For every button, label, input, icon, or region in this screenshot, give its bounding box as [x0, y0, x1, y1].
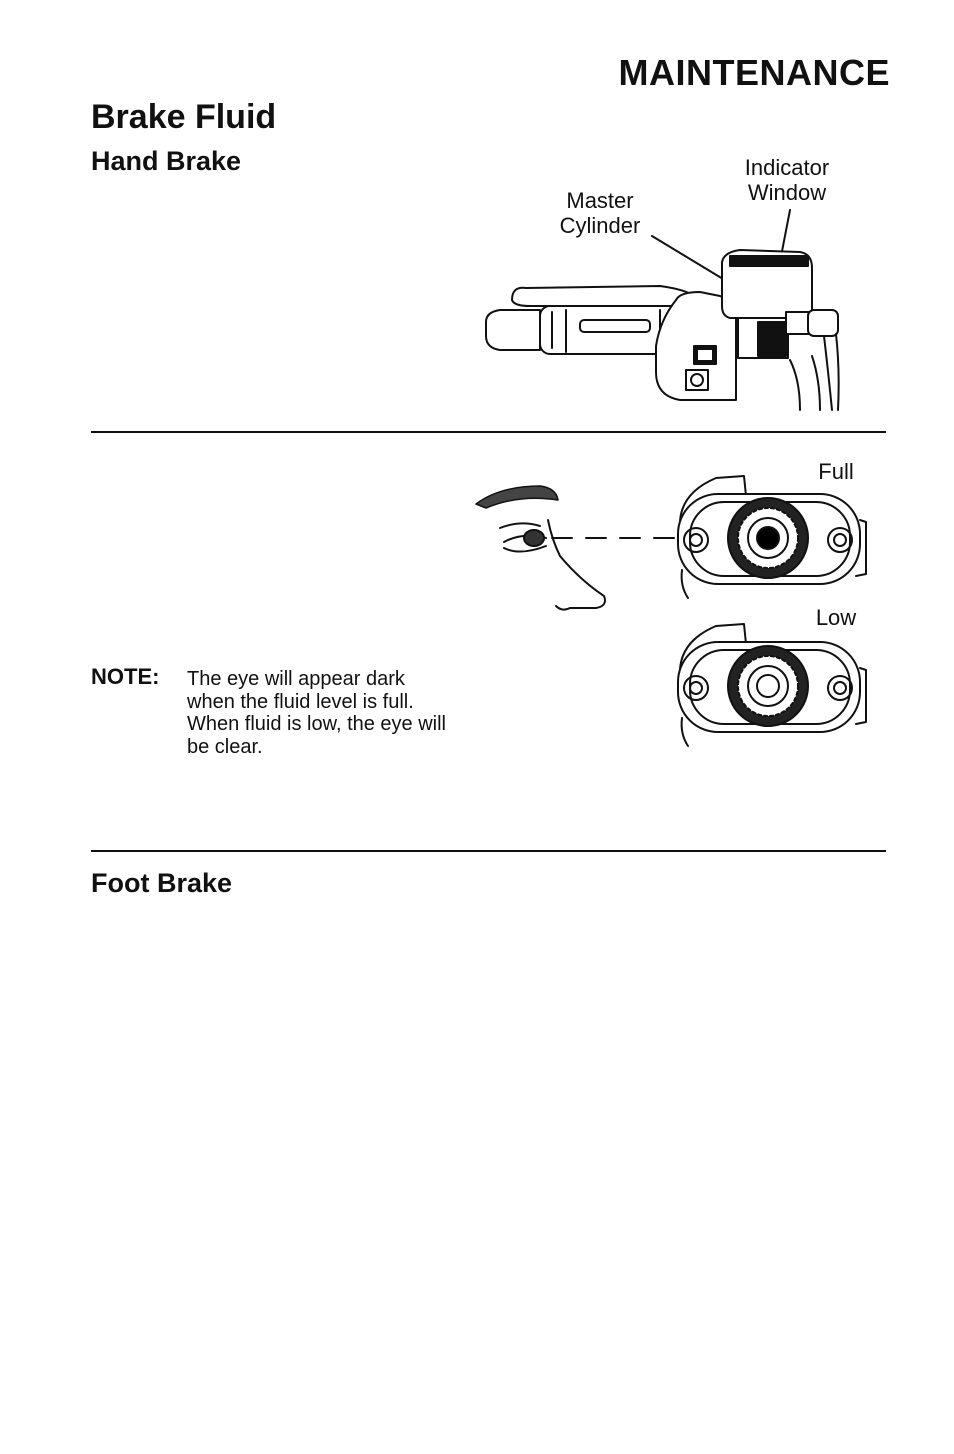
page-title: Brake Fluid	[91, 98, 277, 136]
hand-brake-heading: Hand Brake	[91, 146, 242, 176]
foot-brake-heading: Foot Brake	[91, 868, 233, 898]
indicator-window-callout-line-2: Window	[747, 180, 827, 205]
indicator-window-callout-line-1: Indicator	[744, 155, 830, 180]
note-label: NOTE:	[91, 664, 160, 689]
fluid-level-illustration	[475, 475, 867, 747]
section-header: MAINTENANCE	[618, 52, 890, 93]
master-cylinder-callout-line-1: Master	[566, 188, 634, 213]
divider-bottom	[91, 850, 886, 852]
low-label: Low	[815, 605, 857, 630]
full-label: Full	[818, 459, 854, 484]
master-cylinder-callout-line-2: Cylinder	[559, 213, 641, 238]
handlebar-illustration	[485, 209, 840, 411]
note-text: The eye will appear dark when the fluid …	[187, 668, 447, 758]
master-cylinder-callout: Master Cylinder	[540, 188, 660, 238]
indicator-window-callout: Indicator Window	[722, 155, 852, 205]
divider-top	[91, 431, 886, 433]
